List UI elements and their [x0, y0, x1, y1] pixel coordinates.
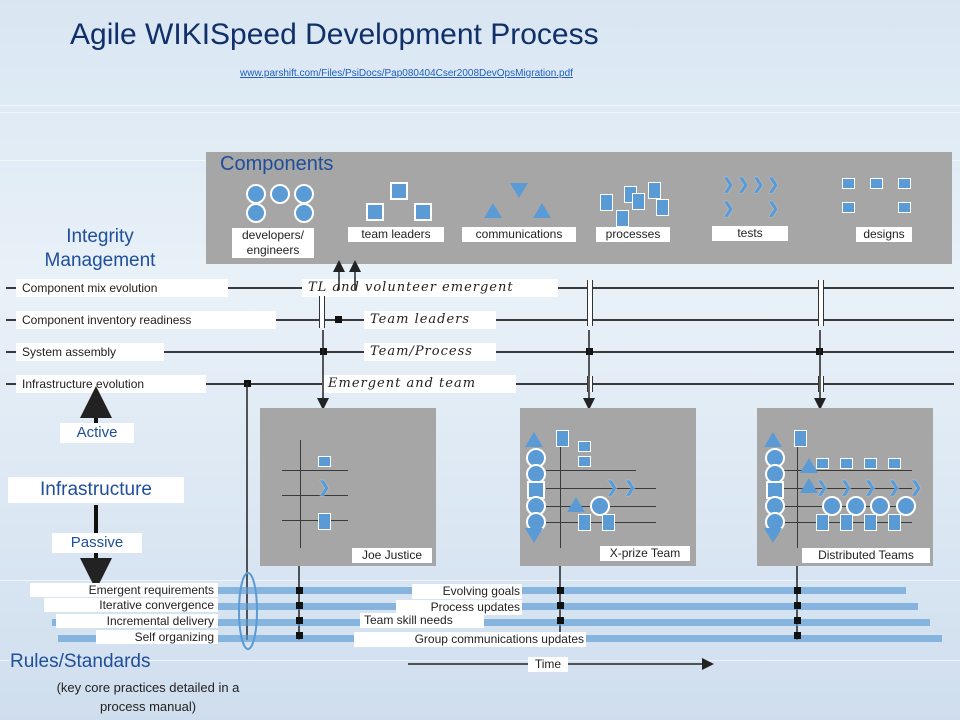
row-label-assembly: System assembly: [16, 343, 164, 361]
processes-label: processes: [596, 227, 670, 242]
rule-band: [52, 619, 930, 626]
row-label-mix: Component mix evolution: [16, 279, 228, 297]
rule-dot: [557, 602, 564, 609]
sync-bar: [818, 376, 824, 392]
team-panel-joe: [260, 408, 436, 566]
rule-dot: [794, 602, 801, 609]
rule-dot: [794, 587, 801, 594]
page-title: Agile WIKISpeed Development Process: [70, 18, 599, 51]
resp-mix: TL and volunteer emergent: [302, 279, 558, 297]
integrity-heading-text: Integrity Management: [44, 226, 156, 271]
rule-dot: [557, 587, 564, 594]
practice-label: Incremental delivery: [56, 614, 218, 628]
connector-dot: [335, 316, 342, 323]
resp-infrastructure: Emergent and team: [322, 375, 516, 393]
update-label: Team skill needs: [360, 613, 484, 628]
sync-bar: [587, 280, 593, 326]
tests-label: tests: [712, 226, 788, 241]
active-label: Active: [60, 423, 134, 443]
sync-bar: [587, 376, 593, 392]
rule-dot: [296, 602, 303, 609]
source-link[interactable]: www.parshift.com/Files/PsiDocs/Pap080404…: [240, 68, 573, 79]
infrastructure-label: Infrastructure: [8, 477, 184, 503]
practice-label: Emergent requirements: [30, 583, 218, 597]
communications-label: communications: [462, 227, 576, 242]
update-label: Group communications updates: [354, 632, 586, 647]
integrity-heading: Integrity Management: [26, 225, 174, 273]
practice-label: Iterative convergence: [44, 598, 218, 612]
passive-label: Passive: [52, 533, 142, 553]
sync-bar: [818, 280, 824, 326]
sync-bar: [319, 296, 325, 328]
team-panel-xprize: [520, 408, 696, 566]
components-heading: Components: [220, 153, 334, 175]
row-label-inventory: Component inventory readiness: [16, 311, 276, 329]
team-leaders-label: team leaders: [348, 227, 444, 242]
row-label-infrastructure: Infrastructure evolution: [16, 375, 206, 393]
update-label: Process updates: [396, 600, 522, 615]
rule-dot: [296, 617, 303, 624]
rule-dot: [296, 587, 303, 594]
rules-heading: Rules/Standards: [10, 651, 151, 672]
team-label-joe: Joe Justice: [352, 548, 432, 563]
practice-label: Self organizing: [96, 630, 218, 644]
components-panel: [206, 152, 952, 264]
rule-dot: [557, 617, 564, 624]
rules-note: (key core practices detailed in a proces…: [56, 680, 240, 714]
rule-dot: [794, 632, 801, 639]
rule-dot: [794, 617, 801, 624]
team-panel-distributed: [757, 408, 933, 566]
update-label: Evolving goals: [412, 584, 522, 599]
developers-label: developers/ engineers: [232, 228, 314, 258]
resp-inventory: Team leaders: [364, 311, 496, 329]
time-label: Time: [528, 657, 568, 672]
team-label-distributed: Distributed Teams: [802, 548, 930, 563]
team-label-xprize: X-prize Team: [600, 546, 690, 561]
designs-label: designs: [856, 227, 912, 242]
rule-dot: [296, 632, 303, 639]
resp-assembly: Team/Process: [364, 343, 496, 361]
